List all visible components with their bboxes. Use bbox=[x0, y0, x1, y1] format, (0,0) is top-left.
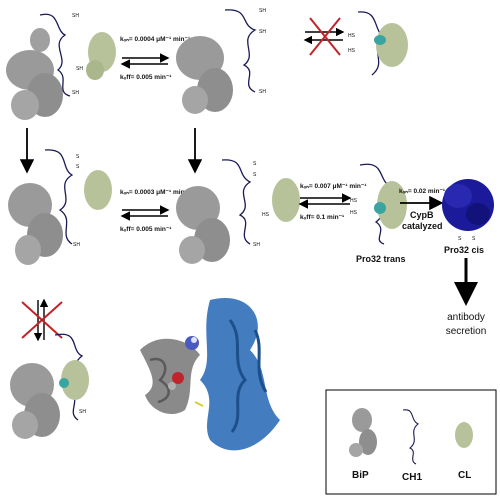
sh-label: SH bbox=[259, 8, 266, 14]
sh-label: SH bbox=[79, 409, 86, 415]
rate-kon-middle: kₒₙ= 0.0003 μM⁻¹ min⁻¹ bbox=[120, 189, 190, 196]
sh-label: SH bbox=[253, 242, 260, 248]
crossed-equilibrium-vertical bbox=[21, 298, 63, 342]
sh-label: SH bbox=[72, 90, 79, 96]
cl-protein-free: HS bbox=[262, 178, 300, 222]
rate-kon-trans: kₒₙ= 0.007 μM⁻¹ min⁻¹ bbox=[300, 183, 367, 190]
label-cypb: CypB bbox=[410, 210, 434, 220]
secretion-line1: antibody bbox=[447, 312, 485, 323]
legend-cl-label: CL bbox=[458, 470, 471, 481]
sh-label: SH bbox=[259, 89, 266, 95]
rate-koff-trans: kₒff= 0.1 min⁻¹ bbox=[300, 214, 344, 221]
ch1-chain bbox=[39, 13, 71, 97]
s-label: S bbox=[458, 236, 462, 242]
sh-label: SH bbox=[72, 13, 79, 19]
ch1-chain bbox=[224, 9, 257, 93]
secretion-caption: antibody secretion bbox=[436, 311, 496, 339]
equilibrium-arrows-top bbox=[120, 53, 170, 69]
sh-label: SH bbox=[73, 242, 80, 248]
legend-bip-label: BiP bbox=[352, 470, 369, 481]
ch1-chain bbox=[221, 159, 252, 245]
state-ch1-cl-complex: HS HS bbox=[348, 11, 408, 76]
secretion-line2: secretion bbox=[445, 326, 487, 337]
legend-box bbox=[325, 389, 497, 495]
rate-kon-top: kₒₙ= 0.0004 μM⁻¹ min⁻¹ bbox=[120, 36, 190, 43]
legend-cl-glyph bbox=[455, 422, 473, 448]
legend-bip-glyph bbox=[349, 408, 377, 457]
equilibrium-arrows-middle bbox=[120, 205, 170, 221]
hs-label: HS bbox=[348, 48, 356, 54]
state-bip-ch1-cl-complex: SH bbox=[10, 333, 89, 439]
rate-koff-middle: kₒff= 0.005 min⁻¹ bbox=[120, 226, 171, 233]
state-bip-ch1-cl-oxidized: S S SH bbox=[8, 149, 112, 265]
state-pro32-trans: HS HS bbox=[350, 163, 407, 245]
hs-label: HS bbox=[350, 210, 358, 216]
s-label: S bbox=[253, 161, 257, 167]
state-bip-ch1-unbound: SH SH bbox=[6, 13, 79, 120]
legend-ch1-glyph bbox=[402, 409, 420, 465]
state-pro32-cis: S S bbox=[442, 179, 494, 242]
ribbon-structure bbox=[140, 298, 280, 451]
state-bip-ch1-oxidized: S S SH bbox=[176, 159, 260, 264]
cl-protein: SH bbox=[76, 32, 116, 80]
hs-label: HS bbox=[350, 198, 358, 204]
hs-label: HS bbox=[262, 212, 270, 218]
label-pro32-trans: Pro32 trans bbox=[356, 254, 406, 264]
state-bip-ch1-bound: SH SH SH bbox=[176, 8, 266, 114]
sh-label: SH bbox=[76, 66, 83, 72]
crossed-equilibrium-top bbox=[303, 17, 345, 56]
hs-label: HS bbox=[348, 33, 356, 39]
equilibrium-arrows-trans bbox=[298, 193, 352, 209]
ch1-chain bbox=[44, 149, 74, 245]
rate-koff-top: kₒff= 0.005 min⁻¹ bbox=[120, 74, 171, 81]
label-pro32-cis: Pro32 cis bbox=[444, 245, 484, 255]
s-label: S bbox=[76, 164, 80, 170]
bip-protein bbox=[6, 28, 63, 120]
legend-ch1-label: CH1 bbox=[402, 472, 422, 483]
s-label: S bbox=[76, 154, 80, 160]
s-label: S bbox=[472, 236, 476, 242]
s-label: S bbox=[253, 172, 257, 178]
sh-label: SH bbox=[259, 29, 266, 35]
rate-kon-cis: kₒₙ= 0.02 min⁻¹ bbox=[399, 188, 445, 195]
label-catalyzed: catalyzed bbox=[402, 221, 443, 231]
